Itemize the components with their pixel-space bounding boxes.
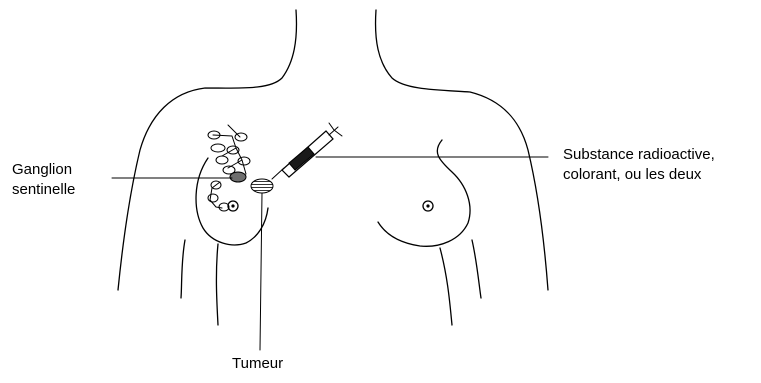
tumor xyxy=(251,179,273,193)
tumeur-label: Tumeur xyxy=(232,354,283,374)
syringe-icon xyxy=(272,123,342,179)
sentinel-node xyxy=(230,172,246,182)
leader-tumeur xyxy=(260,193,262,350)
substance-label-line1: Substance radioactive, xyxy=(563,145,715,165)
substance-label-line2: colorant, ou les deux xyxy=(563,165,715,185)
leader-lines xyxy=(112,157,548,350)
lymph-node-chain xyxy=(208,125,250,211)
substance-label: Substance radioactive, colorant, ou les … xyxy=(563,145,715,185)
right-breast xyxy=(378,140,470,246)
ganglion-sentinelle-label: Ganglion sentinelle xyxy=(12,160,75,200)
ganglion-label-line2: sentinelle xyxy=(12,180,75,200)
left-breast xyxy=(196,158,268,245)
ganglion-label-line1: Ganglion xyxy=(12,160,75,180)
torso-outline xyxy=(118,10,548,325)
